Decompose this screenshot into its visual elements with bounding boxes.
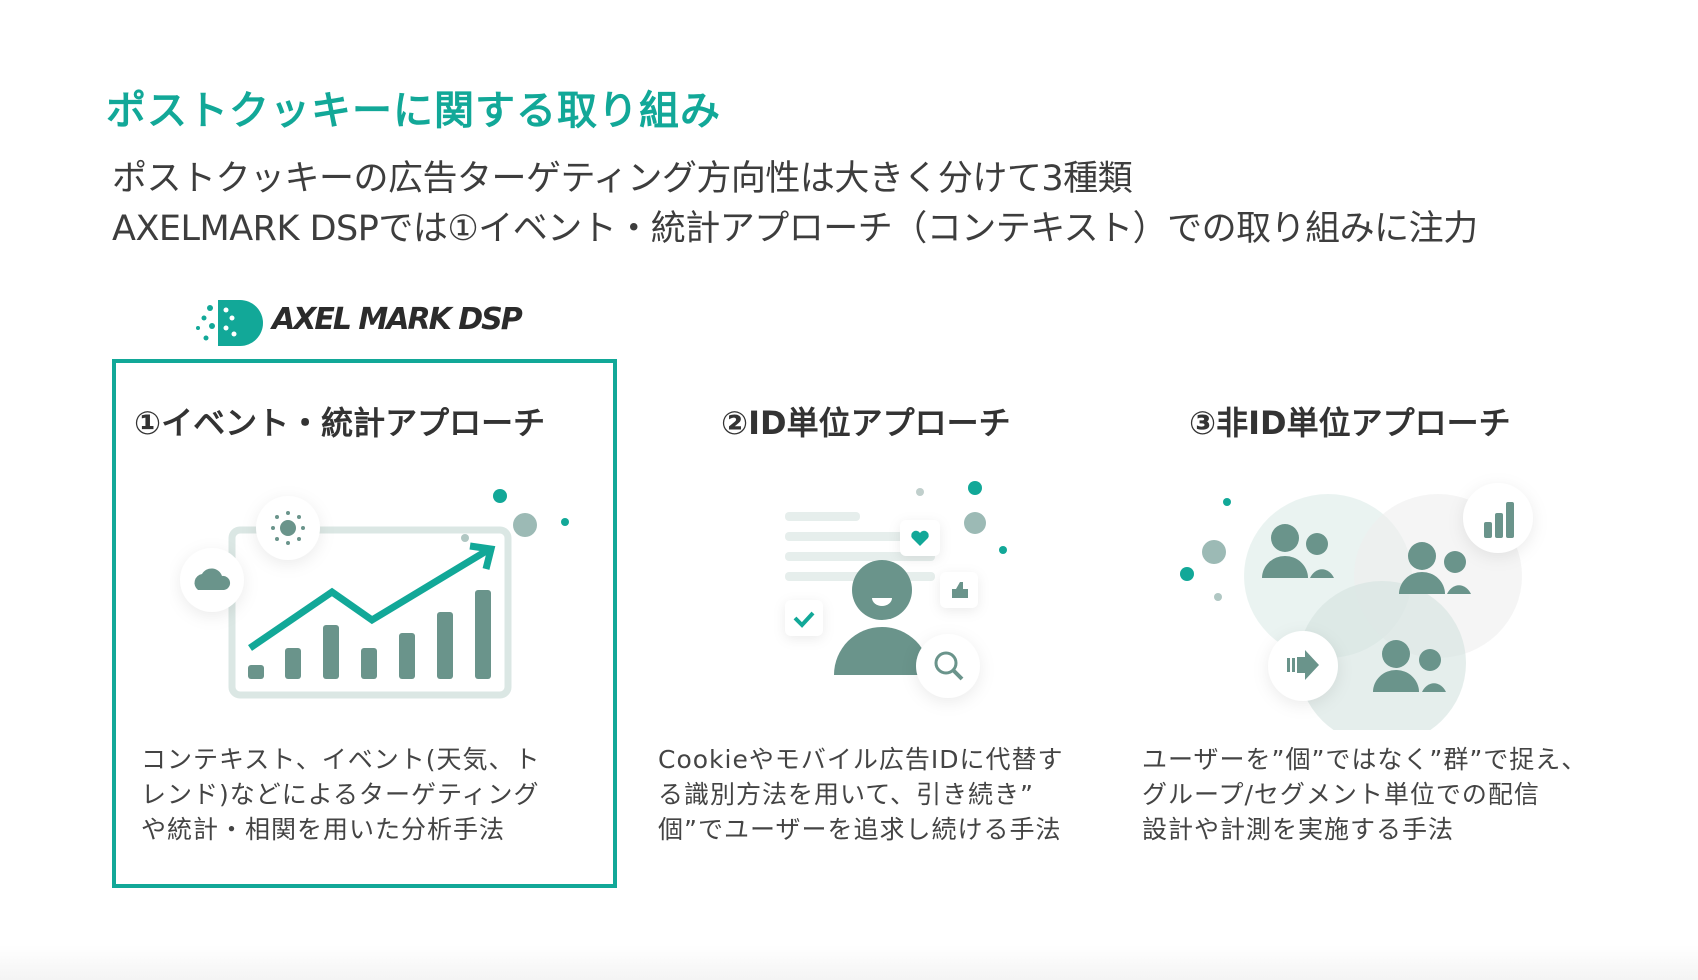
desc-approach-2: Cookieやモバイル広告IDに代替す る識別方法を用いて、引き続き” 個”でユ…: [658, 742, 1063, 847]
id-user-illustration: [785, 481, 1007, 698]
group-icon: [1262, 524, 1471, 692]
check-icon: [793, 611, 815, 628]
cloud-icon: [194, 568, 231, 590]
bar-chart-icon: [1484, 502, 1514, 538]
desc-line: や統計・相関を用いた分析手法: [141, 815, 506, 844]
desc-approach-1: コンテキスト、イベント(天気、ト レンド)などによるターゲティング や統計・相関…: [141, 742, 541, 847]
desc-line: 個”でユーザーを追求し続ける手法: [658, 815, 1062, 844]
group-segment-illustration: [1180, 483, 1533, 730]
person-icon: [852, 560, 912, 620]
desc-line: Cookieやモバイル広告IDに代替す: [658, 745, 1064, 774]
highlight-box-approach-1: [112, 359, 617, 888]
heading-approach-1: ①イベント・統計アプローチ: [134, 404, 546, 442]
heading-approach-3: ③非ID単位アプローチ: [1189, 404, 1511, 442]
heart-icon: [911, 530, 929, 546]
subtitle-line-2: AXELMARK DSPでは①イベント・統計アプローチ（コンテキスト）での取り組…: [112, 209, 1478, 249]
arrow-right-icon: [1287, 650, 1319, 680]
desc-line: る識別方法を用いて、引き続き”: [658, 780, 1034, 809]
desc-line: 設計や計測を実施する手法: [1142, 815, 1455, 844]
desc-line: グループ/セグメント単位での配信: [1142, 780, 1540, 809]
desc-line: ユーザーを”個”ではなく”群”で捉え、: [1142, 745, 1588, 774]
thumbs-up-icon: [952, 582, 968, 598]
page-title: ポストクッキーに関する取り組み: [106, 88, 721, 134]
bottom-fade: [0, 945, 1698, 980]
desc-line: コンテキスト、イベント(天気、ト: [141, 745, 541, 774]
chart-illustration: [180, 489, 569, 699]
search-icon: [934, 651, 958, 675]
heading-approach-2: ②ID単位アプローチ: [721, 404, 1011, 442]
axelmark-dsp-logo: [196, 300, 263, 346]
subtitle-line-1: ポストクッキーの広告ターゲティング方向性は大きく分けて3種類: [112, 159, 1133, 199]
logo-text: AXEL MARK DSP: [272, 302, 523, 337]
desc-line: レンド)などによるターゲティング: [141, 780, 540, 809]
desc-approach-3: ユーザーを”個”ではなく”群”で捉え、 グループ/セグメント単位での配信 設計や…: [1142, 742, 1587, 847]
sun-icon: [280, 520, 296, 536]
